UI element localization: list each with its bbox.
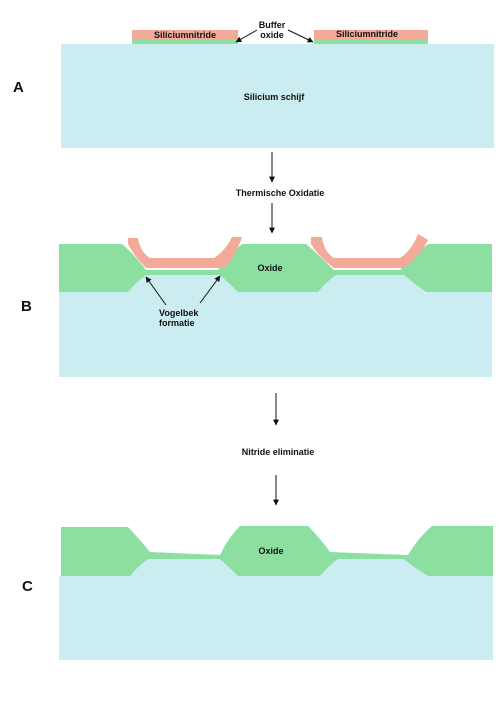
field-oxide-b	[59, 244, 492, 292]
silicon-wafer-label: Silicium schijf	[244, 92, 306, 102]
silicon-substrate-b	[59, 274, 492, 377]
nitride-left-label: Siliciumnitride	[154, 30, 216, 40]
panel-label-a: A	[13, 79, 24, 96]
step-1-label: Thermische Oxidatie	[236, 188, 325, 198]
stage-c: Oxide C	[22, 526, 493, 660]
oxide-label-b: Oxide	[257, 263, 282, 273]
lifted-nitride-right	[311, 234, 428, 268]
nitride-right	[314, 30, 428, 39]
stage-b: Oxide Vogelbek formatie B	[21, 234, 492, 377]
step-2-label: Nitride eliminatie	[242, 447, 315, 457]
buffer-oxide-label-line2: oxide	[260, 30, 284, 40]
nitride-left	[132, 30, 238, 39]
step-nitride-removal: Nitride eliminatie	[242, 393, 315, 506]
panel-label-c: C	[22, 578, 33, 595]
buffer-arrow-right	[287, 29, 314, 43]
bird-beak-arrow-right	[199, 275, 221, 304]
buffer-oxide-label-line1: Buffer	[259, 20, 286, 30]
lifted-nitride-left	[128, 237, 242, 268]
nitride-right-label: Siliciumnitride	[336, 29, 398, 39]
field-oxide-c	[61, 526, 493, 576]
stage-a: Siliciumnitride Siliciumnitride Buffer o…	[13, 20, 494, 148]
step-thermal-oxidation: Thermische Oxidatie	[236, 152, 325, 234]
bird-beak-label-line1: Vogelbek	[159, 308, 199, 318]
bird-beak-arrow-left	[145, 276, 167, 306]
oxide-label-c: Oxide	[258, 546, 283, 556]
buffer-oxide-left	[132, 39, 238, 44]
panel-label-b: B	[21, 298, 32, 315]
buffer-arrow-left	[235, 29, 258, 43]
bird-beak-label-line2: formatie	[159, 318, 195, 328]
buffer-oxide-right	[314, 39, 428, 44]
silicon-wafer	[61, 44, 494, 148]
silicon-substrate-c	[59, 558, 493, 660]
